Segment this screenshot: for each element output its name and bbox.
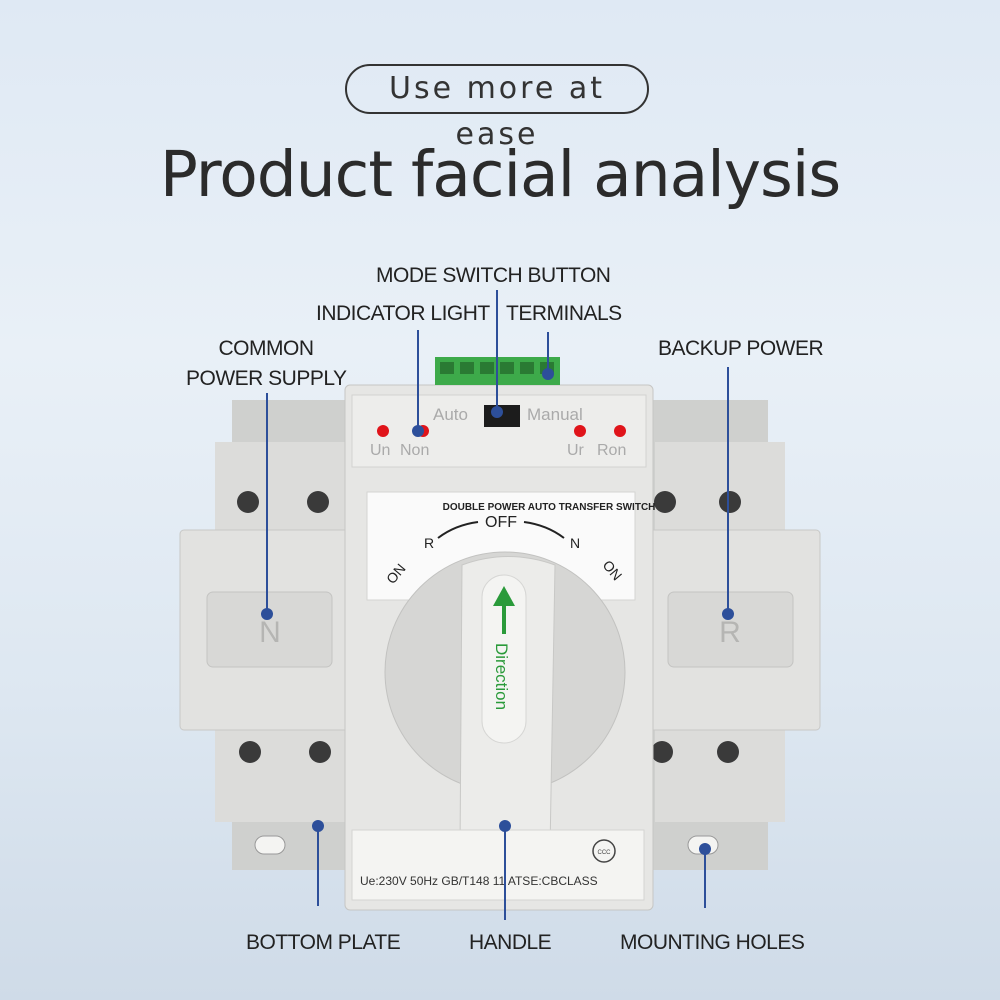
page-title: Product facial analysis [159, 138, 841, 211]
mode-switch [484, 405, 520, 427]
ccc-mark-text: CCC [598, 850, 612, 856]
leader-lines [266, 290, 729, 920]
handle-label: HANDLE [469, 931, 552, 954]
common-power-label-line1: COMMON [218, 337, 315, 360]
r-label-plate [667, 591, 794, 668]
non-label: Non [400, 442, 429, 459]
r-letter: R [719, 616, 741, 649]
terminals-label: TERMINALS [506, 302, 622, 325]
un-label: Un [370, 442, 390, 459]
manual-label: Manual [527, 405, 583, 424]
backup-power-label: BACKUP POWER [658, 337, 824, 360]
off-label: OFF [485, 514, 517, 531]
n-position-label: N [570, 535, 580, 551]
panel-title: DOUBLE POWER AUTO TRANSFER SWITCH [443, 502, 656, 513]
indicator-light-label: INDICATOR LIGHT [316, 302, 490, 325]
left-arrow [437, 521, 479, 539]
spec-text: Ue:230V 50Hz GB/T148 11 ATSE:CBCLASS [360, 874, 598, 888]
common-power-label-line2: POWER SUPPLY [186, 367, 347, 390]
bottom-plate-label: BOTTOM PLATE [246, 931, 401, 954]
handle-grip [481, 574, 527, 744]
spec-label [351, 829, 645, 901]
ron-label: Ron [597, 442, 626, 459]
r-position-label: R [424, 535, 434, 551]
direction-arrow-icon [493, 586, 515, 606]
top-screws [237, 491, 741, 513]
direction-text: Direction [492, 643, 511, 710]
ccc-mark-icon [592, 839, 616, 863]
right-arrow [523, 521, 565, 539]
bottom-screws [239, 741, 739, 763]
n-letter: N [259, 616, 281, 649]
mode-switch-label: MODE SWITCH BUTTON [376, 264, 611, 287]
ur-label: Ur [567, 442, 585, 459]
auto-label: Auto [433, 405, 468, 424]
n-label-plate [206, 591, 333, 668]
left-mounting-hole [254, 835, 286, 855]
leader-dots [261, 368, 734, 855]
mounting-holes-label: MOUNTING HOLES [620, 931, 805, 954]
tagline-badge: Use more at ease [345, 64, 649, 152]
direction-arrow-shaft [502, 604, 506, 634]
